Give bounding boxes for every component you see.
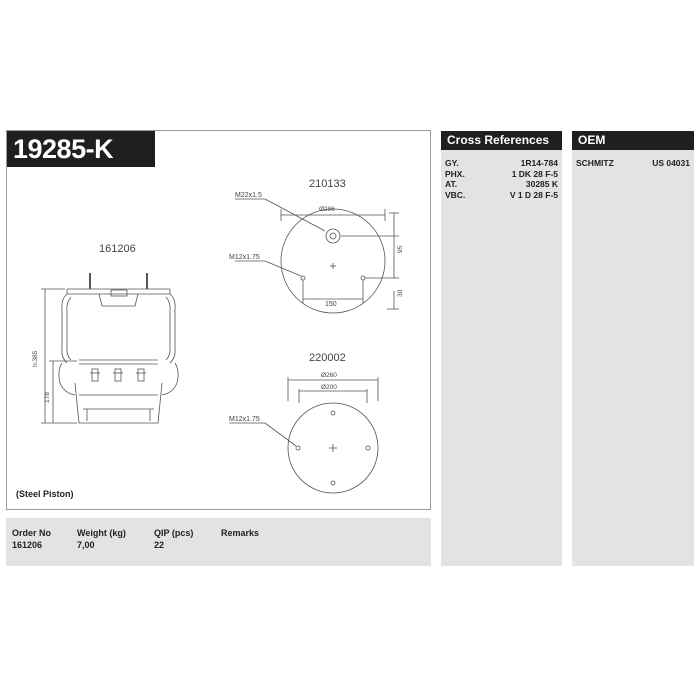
piston-type-note: (Steel Piston) [16,489,74,499]
qip-column: QIP (pcs) 22 [154,527,193,551]
bottom-diameter-inner-label: Ø200 [321,384,337,391]
technical-drawing-panel: 19285-K [6,130,431,510]
top-dim-30-label: 30 [397,289,404,297]
oem-list: SCHMITZ US 04031 [572,150,694,169]
piston-height-label: 178 [44,392,51,403]
weight-label: Weight (kg) [77,528,126,538]
cross-reference-row-brand: VBC. [445,189,466,200]
weight-value: 7,00 [77,540,95,550]
height-label: h:385 [32,350,39,367]
weight-column: Weight (kg) 7,00 [77,527,126,551]
top-dim-150-label: 150 [325,301,337,308]
cross-reference-row: VBC. V 1 D 28 F-5 [445,190,558,201]
oem-row-brand: SCHMITZ [576,158,614,168]
cross-reference-row: GY. 1R14-784 [445,158,558,169]
order-no-value: 161206 [12,540,43,550]
remarks-column: Remarks [221,527,259,539]
top-thread-label: M22x1.5 [235,192,262,199]
cross-reference-row-brand: PHX. [445,168,465,179]
oem-row-code: US 04031 [652,158,690,168]
cross-reference-row: PHX. 1 DK 28 F-5 [445,169,558,180]
top-plate-code-label: 210133 [309,178,346,190]
top-dim-95-label: 95 [397,245,404,253]
piston-code-label: 161206 [99,243,136,255]
bottom-diameter-outer-label: Ø260 [321,372,337,379]
order-info-bar: Order No 161206 Weight (kg) 7,00 QIP (pc… [6,518,431,566]
cross-reference-row-code: 30285 K [525,179,558,189]
top-diameter-label: Ø286 [319,206,335,213]
oem-row: SCHMITZ US 04031 [576,158,690,169]
cross-reference-row-code: V 1 D 28 F-5 [509,189,558,200]
cross-reference-row-brand: GY. [445,158,459,168]
bottom-plate-code-label: 220002 [309,352,346,364]
bottom-stud-thread-label: M12x1.75 [229,416,260,423]
order-no-label: Order No [12,528,52,538]
cross-reference-row: AT. 30285 K [445,179,558,190]
oem-title: OEM [572,131,694,150]
cross-reference-row-brand: AT. [445,179,458,189]
order-no-column: Order No 161206 [12,527,51,551]
remarks-label: Remarks [221,528,260,538]
cross-reference-row-code: 1R14-784 [520,158,558,168]
cross-reference-row-code: 1 DK 28 F-5 [511,168,558,179]
cross-references-title: Cross References [441,131,562,150]
top-stud-thread-label: M12x1.75 [229,254,260,261]
qip-value: 22 [154,540,165,550]
oem-panel: OEM SCHMITZ US 04031 [572,131,694,566]
part-number-title: 19285-K [7,131,155,167]
technical-drawing: 161206 210133 220002 M22x1.5 M12x1.75 Ø2… [32,178,404,494]
qip-label: QIP (pcs) [154,528,194,538]
